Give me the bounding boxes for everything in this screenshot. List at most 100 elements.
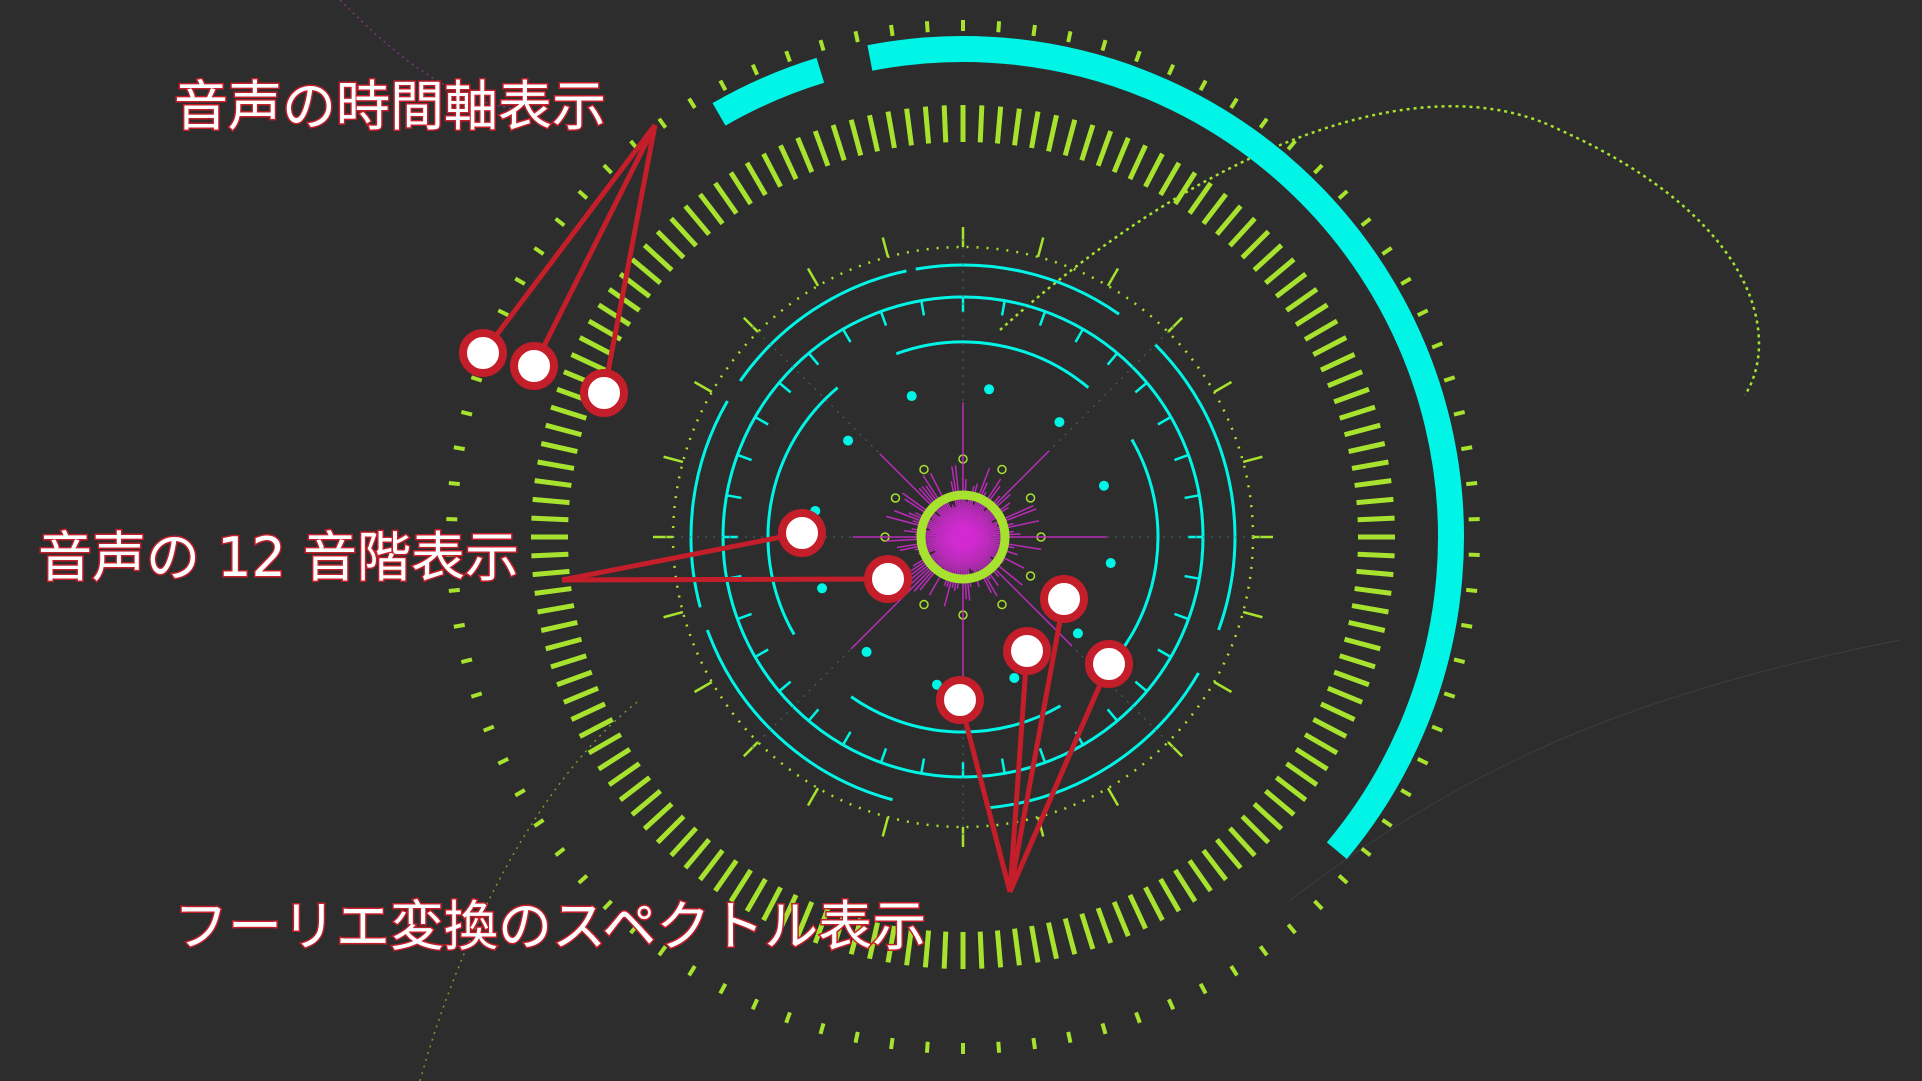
- dotted-ring-tick: [1167, 316, 1184, 333]
- radial-tick: [1252, 243, 1284, 272]
- outer-tick: [1337, 189, 1349, 200]
- outer-tick: [718, 982, 728, 995]
- radial-tick: [1357, 515, 1395, 523]
- radial-tick: [655, 229, 686, 260]
- radial-tick: [830, 124, 847, 162]
- tone-dot: [861, 646, 872, 657]
- cyan-ring-tick: [1184, 494, 1200, 500]
- outer-tick: [924, 21, 930, 33]
- radial-tick: [977, 105, 985, 143]
- cyan-ring-tick: [737, 453, 752, 462]
- tone-hollow-dot: [1025, 571, 1036, 581]
- tone-hollow-dot: [997, 599, 1007, 610]
- dotted-ring-tick: [663, 455, 684, 464]
- outer-tick: [1134, 50, 1142, 63]
- callout-line-fourier-spectrum: [1007, 663, 1112, 893]
- background-arc-right: [999, 104, 1761, 396]
- radial-tick: [761, 886, 783, 922]
- tone-dot: [931, 679, 942, 690]
- twelve-tone-bracket-arc: [986, 672, 1200, 810]
- outer-tick: [657, 117, 668, 129]
- outer-tick: [687, 97, 697, 109]
- radial-tick: [1143, 886, 1165, 922]
- outer-tick: [1453, 657, 1466, 665]
- radial-tick: [531, 515, 569, 523]
- outer-tick: [718, 79, 728, 92]
- radial-tick: [630, 257, 663, 286]
- tone-dot: [843, 435, 854, 446]
- tone-dot: [1054, 417, 1065, 428]
- cyan-ring-tick: [1174, 612, 1189, 621]
- radial-tick: [1348, 441, 1386, 454]
- callout-marker-icon: [1003, 627, 1051, 675]
- radial-tick: [655, 814, 686, 845]
- dotted-ring-tick: [1167, 741, 1184, 758]
- outer-tick: [1360, 846, 1372, 857]
- radial-tick: [1319, 701, 1356, 722]
- radial-tick: [728, 171, 753, 206]
- outer-tick: [924, 1041, 930, 1053]
- radial-tick: [1240, 229, 1271, 260]
- dotted-ring-tick: [1213, 680, 1233, 694]
- radial-tick: [1214, 204, 1243, 237]
- radial-tick: [1127, 144, 1148, 181]
- outer-tick: [1466, 587, 1478, 594]
- outer-tick: [1258, 945, 1269, 957]
- radial-tick: [1143, 152, 1165, 188]
- radial-tick: [669, 216, 698, 248]
- radial-tick: [1312, 335, 1348, 357]
- callout-line-fourier-spectrum: [1007, 650, 1030, 893]
- radial-tick: [532, 568, 570, 578]
- radial-tick: [1187, 181, 1213, 215]
- callout-marker-icon: [510, 342, 558, 390]
- radial-tick: [587, 732, 623, 756]
- radial-tick: [848, 917, 864, 955]
- outer-tick: [1198, 982, 1208, 995]
- radial-tick: [698, 848, 725, 882]
- outer-tick: [1400, 788, 1412, 798]
- outer-tick: [1100, 1022, 1108, 1035]
- outer-tick: [1166, 998, 1176, 1011]
- outer-tick: [1313, 163, 1324, 175]
- outer-tick: [554, 217, 566, 228]
- cyan-ring-tick: [841, 731, 852, 746]
- radial-tick: [848, 119, 864, 157]
- radial-tick: [1294, 302, 1329, 327]
- outer-tick: [1360, 217, 1372, 228]
- radial-tick: [1343, 422, 1381, 438]
- outer-tick: [460, 409, 473, 417]
- outer-tick: [1460, 445, 1473, 452]
- cyan-ring-tick: [1000, 300, 1006, 316]
- radial-tick: [1252, 802, 1284, 831]
- radial-tick: [642, 802, 674, 831]
- cyan-ring-tick: [1157, 648, 1172, 659]
- outer-tick: [1031, 24, 1037, 37]
- radial-tick: [1158, 877, 1182, 913]
- callout-line-fourier-spectrum: [957, 699, 1013, 893]
- radial-tick: [1111, 900, 1131, 938]
- outer-tick: [784, 50, 792, 63]
- radial-tick: [812, 907, 831, 944]
- outer-tick: [1286, 139, 1297, 151]
- radial-tick: [1312, 717, 1348, 739]
- radial-tick: [1201, 848, 1228, 882]
- cyan-ring-tick: [737, 612, 752, 621]
- tone-dot: [817, 583, 828, 594]
- outer-tick: [602, 163, 613, 175]
- outer-tick: [889, 1037, 895, 1050]
- outer-tick: [1313, 899, 1324, 911]
- outer-tick: [1258, 117, 1269, 129]
- twelve-tone-bracket-arc: [738, 269, 907, 382]
- radial-tick: [1351, 603, 1389, 615]
- outer-tick: [1381, 246, 1393, 256]
- outer-tick: [448, 587, 460, 594]
- callout-marker-icon: [936, 676, 984, 724]
- radial-tick: [1046, 922, 1059, 960]
- outer-tick: [577, 189, 589, 200]
- radial-tick: [1263, 257, 1296, 286]
- radial-tick: [728, 868, 753, 903]
- cyan-ring-tick: [841, 328, 852, 343]
- tone-dot: [906, 391, 917, 402]
- cyan-ring-tick: [754, 648, 769, 659]
- radial-tick: [532, 496, 570, 506]
